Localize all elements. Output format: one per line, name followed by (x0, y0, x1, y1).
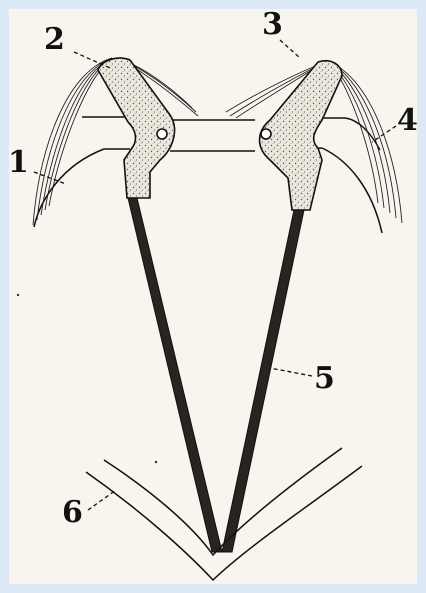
label-6: 6 (62, 498, 83, 528)
specimen-dot (155, 461, 157, 463)
label-1: 1 (8, 148, 29, 178)
specimen-dot (17, 294, 19, 296)
sclerite-right-pivot (261, 129, 271, 139)
label-4: 4 (397, 106, 418, 136)
label-5: 5 (314, 364, 335, 394)
label-3: 3 (262, 10, 283, 40)
label-2: 2 (44, 25, 65, 55)
sclerite-left-pivot (157, 129, 167, 139)
